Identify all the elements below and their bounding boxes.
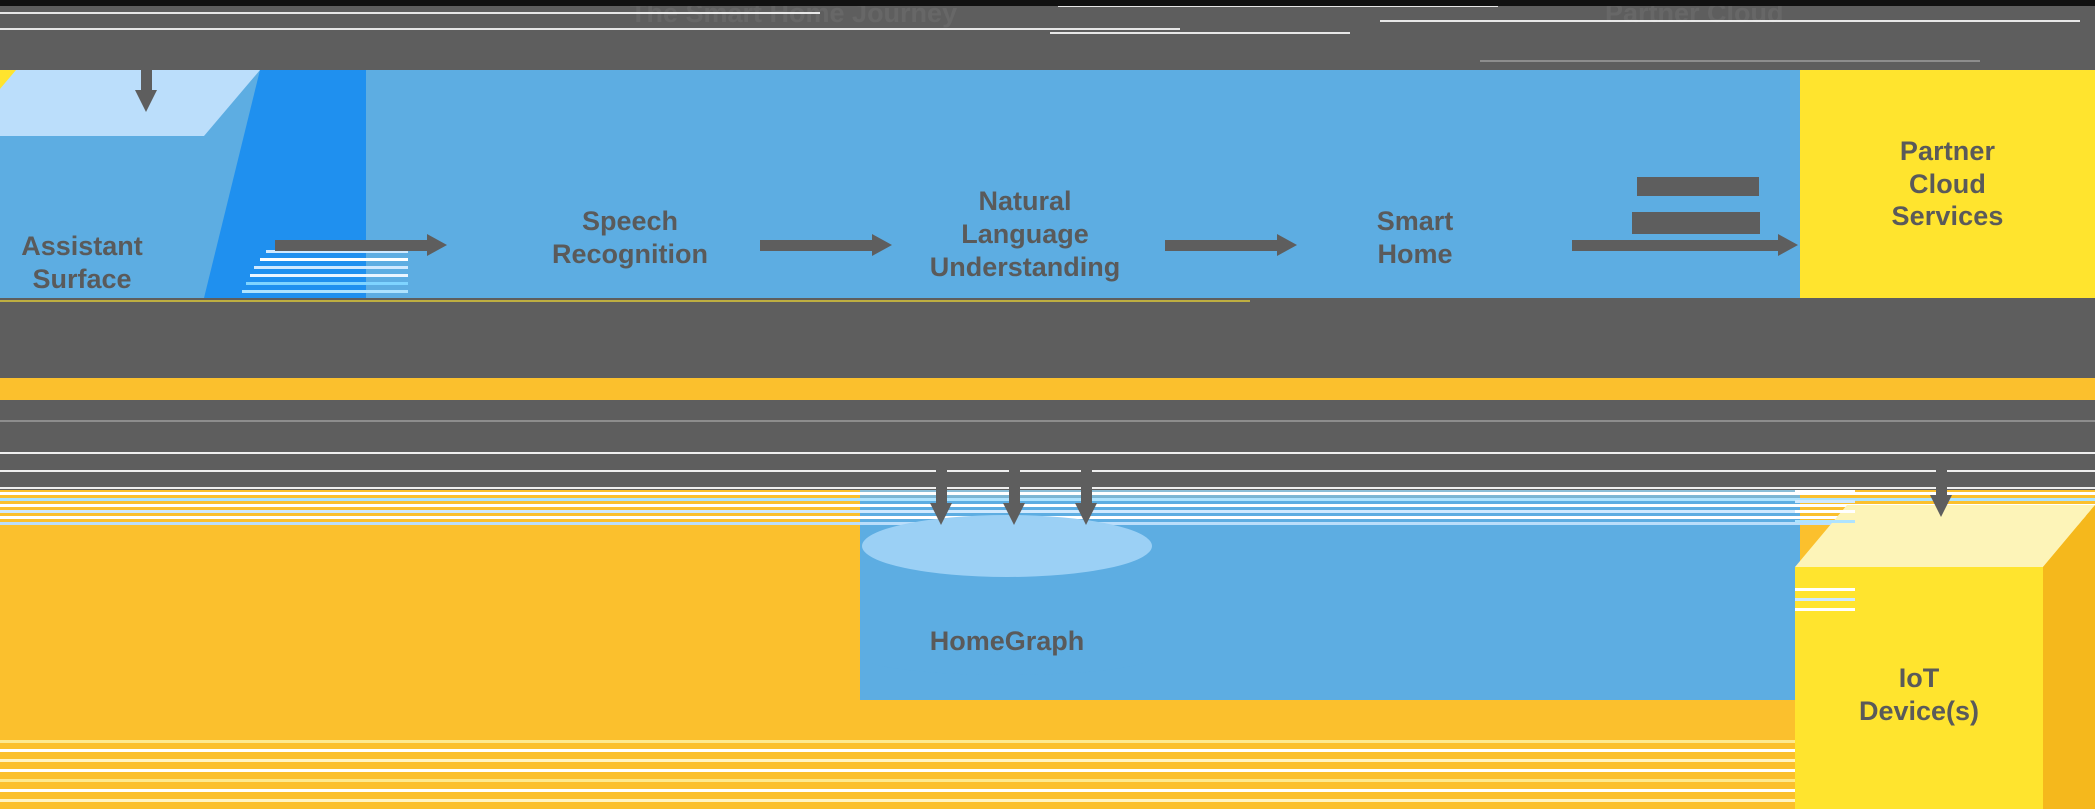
arrow-shaft — [1572, 240, 1782, 251]
edge-to-homegraph-3 — [1075, 455, 1097, 525]
arrow-shaft — [936, 455, 947, 507]
artifact-hairline — [0, 28, 1180, 30]
edge-into-assistant-surface — [135, 58, 157, 118]
cube-front-face — [0, 136, 204, 298]
arrow-head-icon — [1277, 234, 1297, 256]
edge-assistant-to-speech — [275, 234, 450, 256]
arrow-shaft — [141, 58, 152, 94]
arrow-shaft — [1081, 455, 1092, 507]
node-smart-home[interactable]: Smart Home — [1376, 206, 1454, 269]
arrow-shaft — [1165, 240, 1280, 251]
node-speech-recognition[interactable]: Speech Recognition — [552, 206, 708, 269]
arrow-head-icon — [1930, 495, 1952, 517]
artifact-hairline — [1480, 60, 1980, 62]
edge-to-homegraph-2 — [1003, 455, 1025, 525]
node-label-iot-devices: IoT Device(s) — [1858, 663, 1980, 726]
arrow-head-icon — [135, 90, 157, 112]
arrow-head-icon — [427, 234, 447, 256]
occluder-band-lower — [0, 400, 2095, 490]
background-band-top — [0, 0, 2095, 70]
node-iot-devices[interactable]: IoT Device(s) — [1795, 505, 2095, 809]
node-label-homegraph: HomeGraph — [929, 626, 1085, 656]
edge-speech-to-nlu — [760, 234, 895, 256]
node-partner-cloud-services[interactable]: Partner Cloud Services — [1800, 70, 2095, 298]
node-label-assistant-surface: Assistant Surface — [21, 231, 143, 294]
artifact-hairline — [0, 470, 2095, 472]
edge-partner-to-iot — [1930, 455, 1952, 517]
artifact-hairline — [1058, 5, 1498, 7]
artifact-hairline — [0, 420, 2095, 422]
artifact-top-edge — [0, 0, 2095, 6]
artifact-hairline — [1380, 20, 2080, 22]
node-label-partner-cloud-services: Partner Cloud Services — [1891, 135, 2004, 232]
node-assistant-surface[interactable]: Assistant Surface — [0, 70, 460, 298]
arrow-shaft — [760, 240, 875, 251]
artifact-hairline — [1050, 32, 1350, 34]
node-natural-language-understanding[interactable]: Natural Language Understanding — [929, 186, 1121, 282]
node-homegraph[interactable]: HomeGraph — [862, 515, 1152, 680]
arrow-head-icon — [1003, 503, 1025, 525]
arrow-head-icon — [930, 503, 952, 525]
arrow-shaft — [1009, 455, 1020, 507]
arrow-head-icon — [1778, 234, 1798, 256]
occluder-band-middle — [0, 298, 2095, 378]
redacted-label-lower — [1632, 212, 1760, 234]
arrow-shaft — [1936, 455, 1947, 499]
cylinder-top-ellipse — [862, 515, 1152, 577]
artifact-hairline — [0, 452, 2095, 454]
arrow-shaft — [275, 240, 430, 251]
artifact-hairline — [0, 12, 820, 14]
pipeline-plate — [455, 70, 1800, 298]
artifact-hairline — [0, 300, 1250, 302]
cube-front-face — [1795, 567, 2043, 809]
edge-smarthome-to-partner — [1572, 234, 1802, 256]
artifact-hairline — [0, 487, 2095, 489]
redacted-label-upper — [1637, 177, 1759, 196]
arrow-head-icon — [872, 234, 892, 256]
arrow-head-icon — [1075, 503, 1097, 525]
edge-to-homegraph-1 — [930, 455, 952, 525]
edge-nlu-to-smarthome — [1165, 234, 1300, 256]
cube-top-face — [0, 70, 260, 136]
